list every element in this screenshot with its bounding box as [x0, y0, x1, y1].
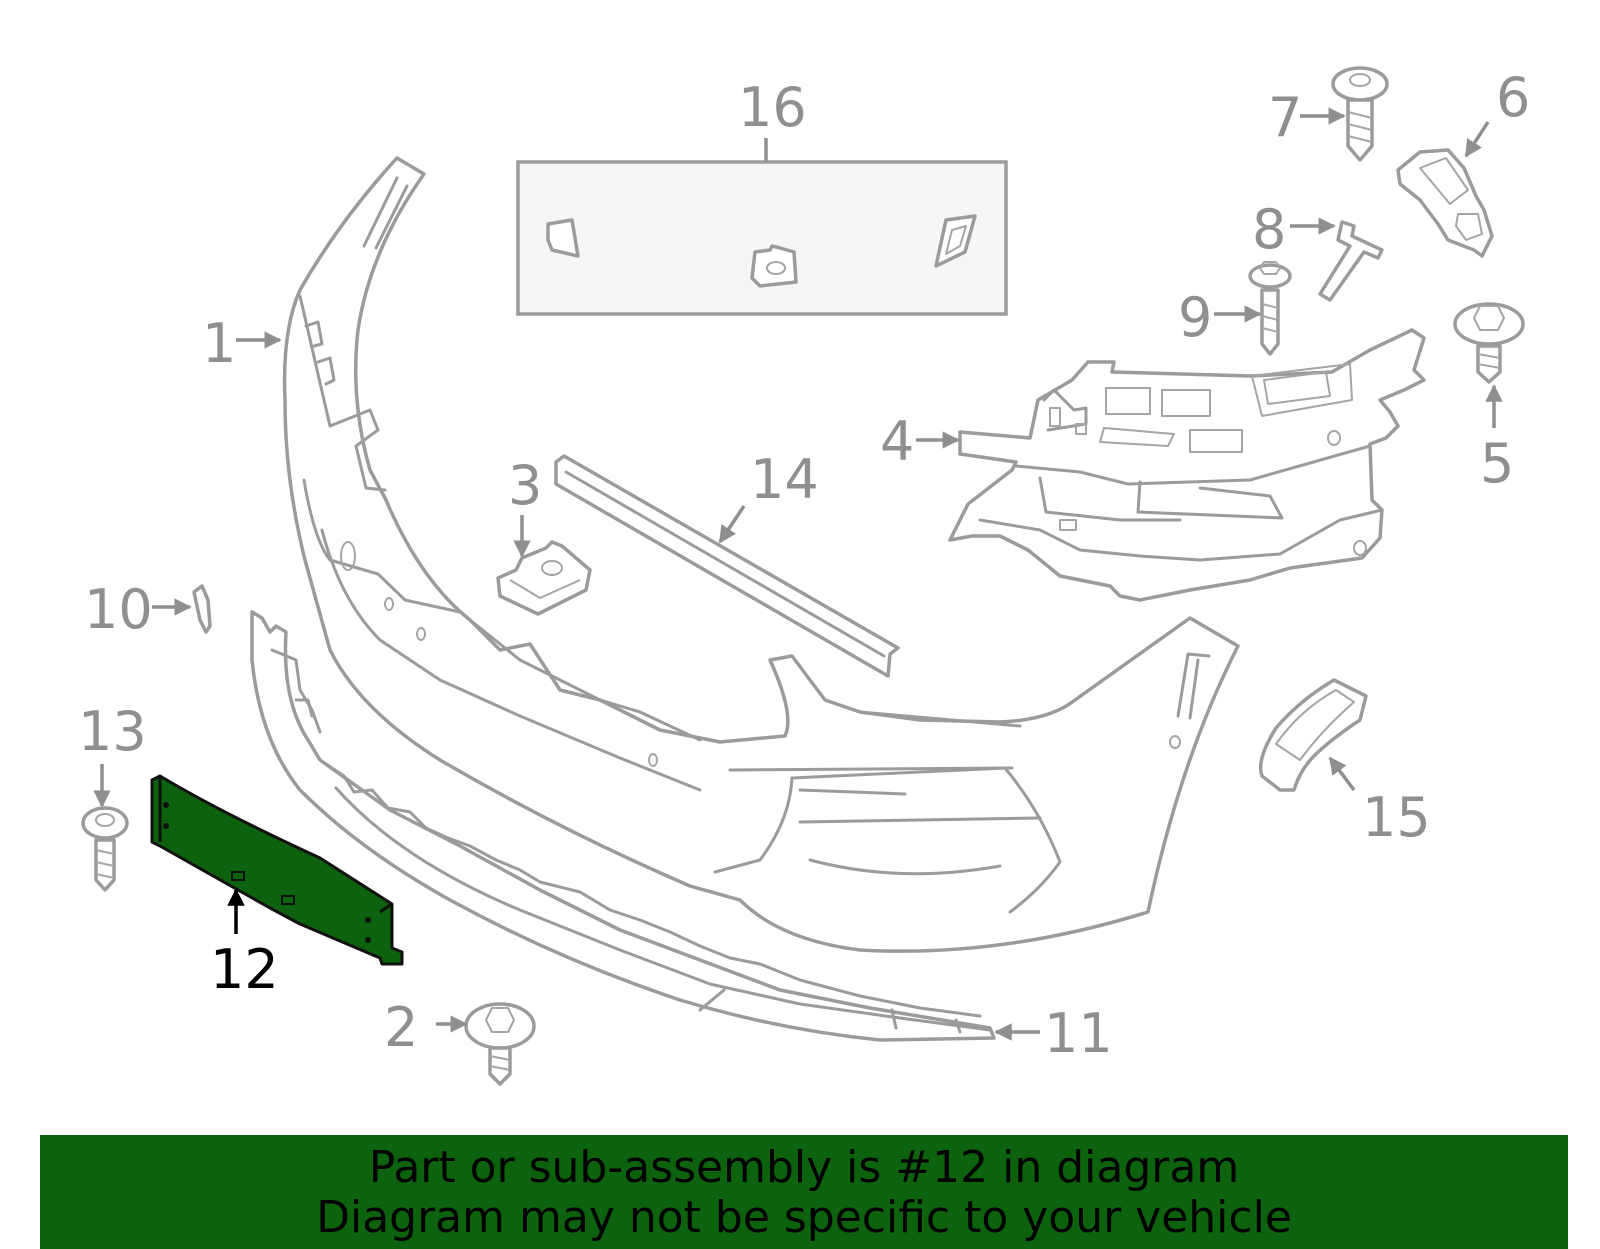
- part-1-bumper-cover[interactable]: [282, 156, 1240, 953]
- callout-3: 3: [508, 454, 542, 517]
- callout-11: 11: [1044, 1002, 1113, 1065]
- part-6-sensor-holder[interactable]: [1396, 148, 1494, 258]
- callout-5: 5: [1480, 432, 1514, 495]
- callout-7: 7: [1268, 86, 1302, 149]
- callout-14: 14: [750, 448, 819, 511]
- callout-13: 13: [78, 700, 147, 763]
- callout-15: 15: [1362, 786, 1431, 849]
- part-14-upper-strip[interactable]: [554, 454, 900, 678]
- part-2-bolt[interactable]: [464, 1002, 536, 1086]
- part-9-bolt[interactable]: [1248, 261, 1292, 356]
- leader-lines: [93, 107, 1503, 1041]
- callout-2: 2: [384, 996, 418, 1059]
- callouts: 1 2 3 4 5 6 7 8 9 10 11 12 13 14 15 16: [78, 66, 1530, 1065]
- banner-line-1: Part or sub-assembly is #12 in diagram: [368, 1142, 1240, 1193]
- callout-16: 16: [738, 76, 807, 139]
- callout-6: 6: [1496, 66, 1530, 129]
- part-7-screw[interactable]: [1331, 66, 1389, 162]
- part-5-bolt[interactable]: [1453, 302, 1525, 384]
- parts-diagram: 1 2 3 4 5 6 7 8 9 10 11 12 13 14 15 16: [78, 66, 1530, 1086]
- callout-1: 1: [202, 312, 236, 375]
- part-12-bar-highlighted[interactable]: [150, 774, 404, 966]
- callout-10: 10: [84, 578, 153, 641]
- part-16-kit[interactable]: [516, 138, 1008, 316]
- callout-9: 9: [1178, 286, 1212, 349]
- callout-12: 12: [210, 938, 279, 1001]
- part-15-cover[interactable]: [1258, 678, 1368, 792]
- part-3-clip-nut[interactable]: [496, 540, 592, 616]
- info-banner: Part or sub-assembly is #12 in diagram D…: [40, 1135, 1568, 1249]
- banner-line-2: Diagram may not be specific to your vehi…: [316, 1192, 1292, 1243]
- part-8-pin[interactable]: [1318, 220, 1384, 302]
- part-11-lower-spoiler[interactable]: [250, 610, 996, 1042]
- part-4-bracket[interactable]: [948, 328, 1426, 602]
- callout-8: 8: [1252, 198, 1286, 261]
- part-13-screw[interactable]: [81, 806, 129, 892]
- part-10-plug[interactable]: [192, 584, 212, 634]
- callout-4: 4: [880, 410, 914, 473]
